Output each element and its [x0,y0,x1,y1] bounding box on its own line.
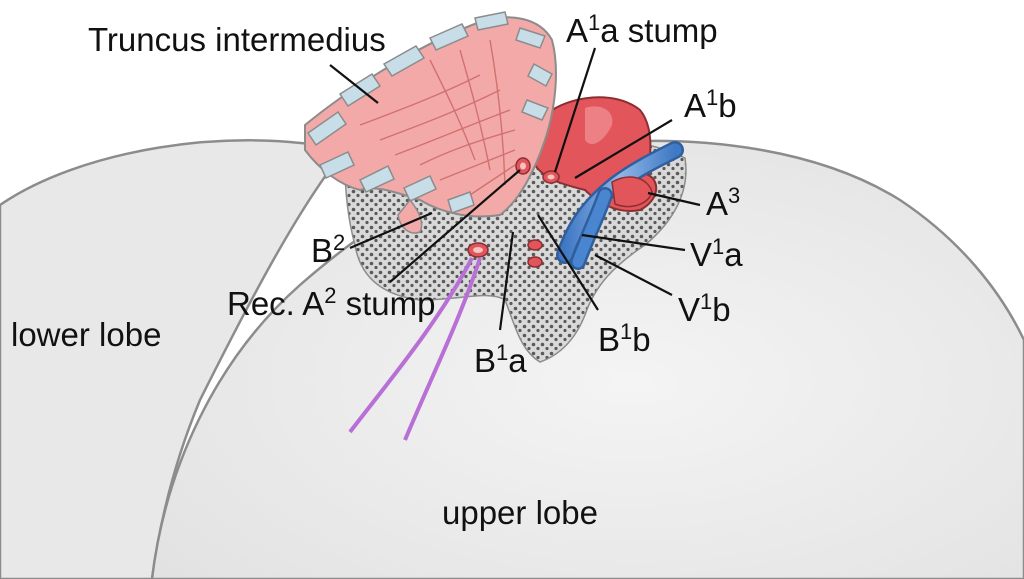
label-lower-lobe: lower lobe [11,316,161,353]
bronchus-b1a-stump [468,243,488,257]
label-a1a-stump: A1a stump [566,10,718,49]
label-truncus-intermedius: Truncus intermedius [88,21,386,58]
label-a1b: A1b [684,85,737,124]
label-upper-lobe: upper lobe [442,494,598,531]
a1a-stump [543,171,559,183]
